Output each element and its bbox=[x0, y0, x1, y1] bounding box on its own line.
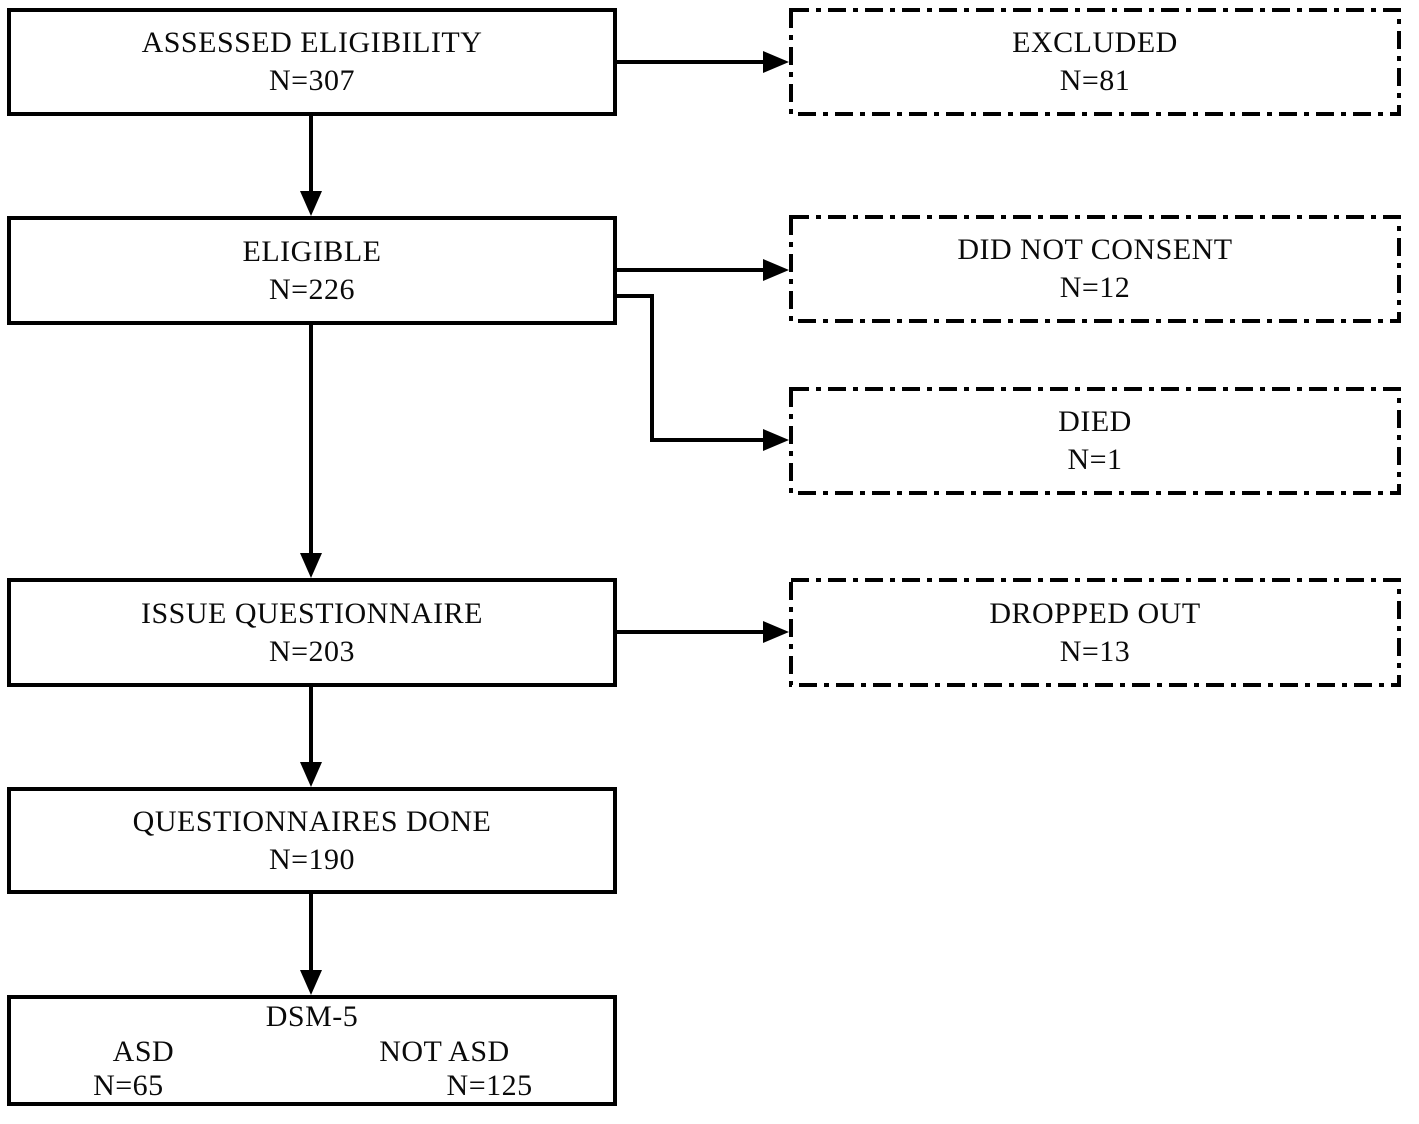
dsm5-asd-count: N=65 bbox=[93, 1068, 164, 1102]
box-count: N=81 bbox=[1059, 64, 1131, 97]
dsm5-not-asd-count: N=125 bbox=[446, 1068, 533, 1102]
flow-box-eligible: ELIGIBLE N=226 bbox=[7, 216, 617, 325]
box-label: DID NOT CONSENT bbox=[957, 233, 1233, 266]
box-label: ELIGIBLE bbox=[242, 234, 382, 268]
box-label: ASSESSED ELIGIBILITY bbox=[141, 26, 483, 59]
arrowhead-to-died bbox=[763, 429, 789, 451]
dsm5-not-asd-label: NOT ASD bbox=[379, 1035, 510, 1068]
box-count: N=190 bbox=[268, 842, 356, 876]
flow-box-did-not-consent: DID NOT CONSENT N=12 bbox=[789, 215, 1401, 323]
arrowhead-to-eligible bbox=[300, 191, 322, 216]
arrowhead-to-done bbox=[300, 762, 322, 787]
dsm5-counts-row: N=65 N=125 bbox=[11, 1069, 613, 1103]
arrowhead-to-dropped bbox=[763, 621, 789, 643]
flow-box-dsm5: DSM-5 ASD NOT ASD N=65 N=125 bbox=[7, 995, 617, 1106]
flow-box-assessed-eligibility: ASSESSED ELIGIBILITY N=307 bbox=[7, 8, 617, 116]
flow-box-questionnaires-done: QUESTIONNAIRES DONE N=190 bbox=[7, 787, 617, 894]
dsm5-labels-row: ASD NOT ASD bbox=[11, 1035, 613, 1069]
flow-box-died: DIED N=1 bbox=[789, 387, 1401, 495]
box-count: N=307 bbox=[268, 64, 356, 97]
flow-box-issue-questionnaire: ISSUE QUESTIONNAIRE N=203 bbox=[7, 578, 617, 687]
arrowhead-to-excluded bbox=[763, 51, 789, 73]
box-label: QUESTIONNAIRES DONE bbox=[132, 804, 492, 838]
box-count: N=12 bbox=[1059, 271, 1131, 304]
box-count: N=226 bbox=[268, 272, 356, 306]
arrowhead-to-issue bbox=[300, 553, 322, 578]
box-label: EXCLUDED bbox=[1012, 26, 1178, 59]
box-count: N=1 bbox=[1067, 443, 1123, 476]
box-label: DIED bbox=[1058, 405, 1132, 438]
dsm5-asd-label: ASD bbox=[112, 1035, 175, 1068]
dsm5-title: DSM-5 bbox=[265, 1000, 359, 1033]
box-label: DROPPED OUT bbox=[989, 596, 1201, 630]
arrowhead-to-consent bbox=[763, 259, 789, 281]
box-count: N=13 bbox=[1059, 634, 1131, 668]
box-count: N=203 bbox=[268, 634, 356, 668]
arrow-eligible-to-died-elbow bbox=[617, 294, 765, 442]
flow-box-dropped-out: DROPPED OUT N=13 bbox=[789, 578, 1401, 687]
box-label: ISSUE QUESTIONNAIRE bbox=[141, 596, 483, 630]
arrowhead-to-dsm5 bbox=[300, 970, 322, 995]
flow-box-excluded: EXCLUDED N=81 bbox=[789, 8, 1401, 116]
